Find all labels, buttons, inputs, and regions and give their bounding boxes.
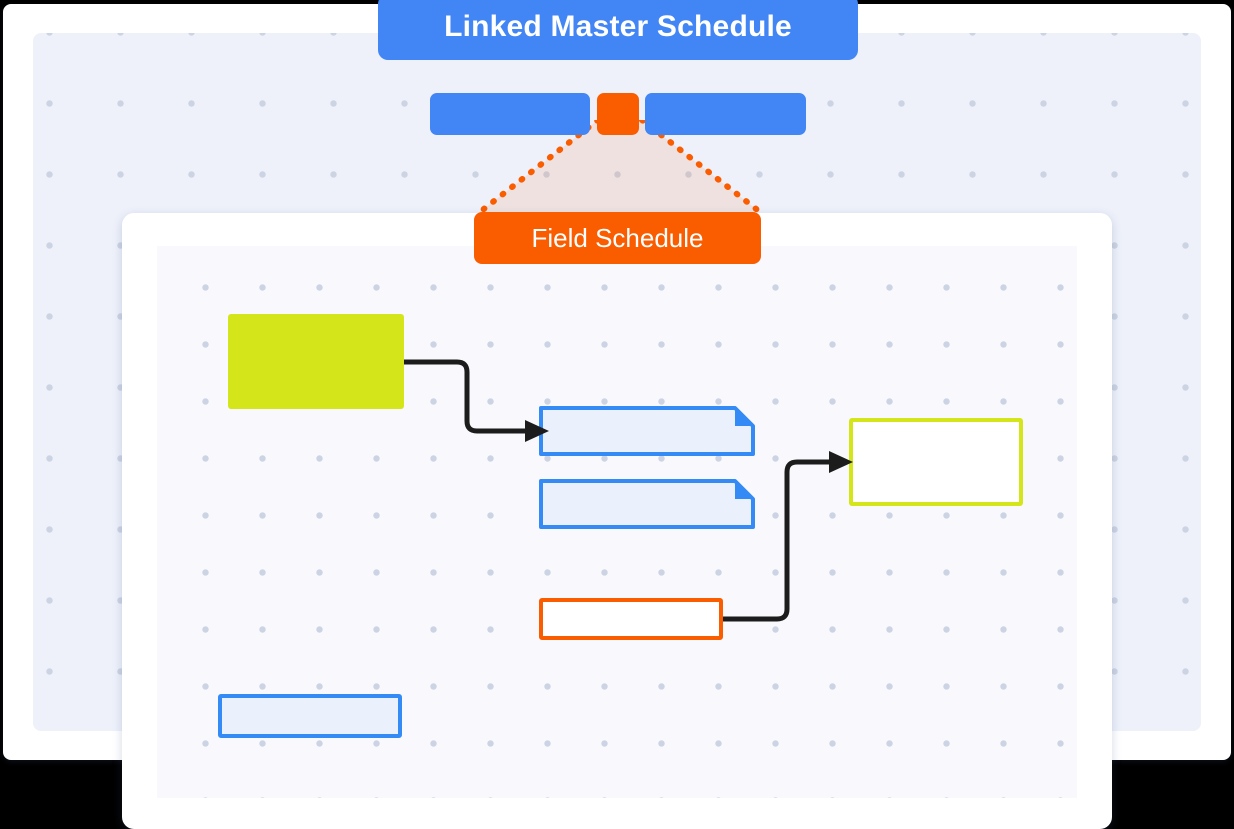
node-blue-outline[interactable] [218,694,402,738]
node-document-lower-body [539,479,755,529]
node-document-upper-body [539,406,755,456]
zoom-cone [470,120,770,220]
node-document-lower-fold [735,481,753,499]
master-schedule-title-badge: Linked Master Schedule [378,0,858,60]
master-bar-middle[interactable] [597,93,639,135]
field-schedule-canvas[interactable] [157,246,1077,798]
node-document-lower[interactable] [539,479,755,529]
field-schedule-title-text: Field Schedule [531,222,704,253]
master-bar-left[interactable] [430,93,590,135]
zoom-cone-left-edge [477,120,601,215]
master-bar-right[interactable] [645,93,806,135]
zoom-cone-fill [480,120,760,212]
node-green-filled[interactable] [228,314,404,409]
zoom-cone-right-edge [639,120,763,215]
node-lime-outline[interactable] [849,418,1023,506]
master-schedule-title-text: Linked Master Schedule [444,10,792,43]
node-document-upper-fold [735,408,753,426]
field-schedule-title-badge: Field Schedule [474,212,761,264]
node-document-upper[interactable] [539,406,755,456]
node-orange-outline[interactable] [539,598,723,640]
field-schedule-card[interactable] [122,213,1112,829]
